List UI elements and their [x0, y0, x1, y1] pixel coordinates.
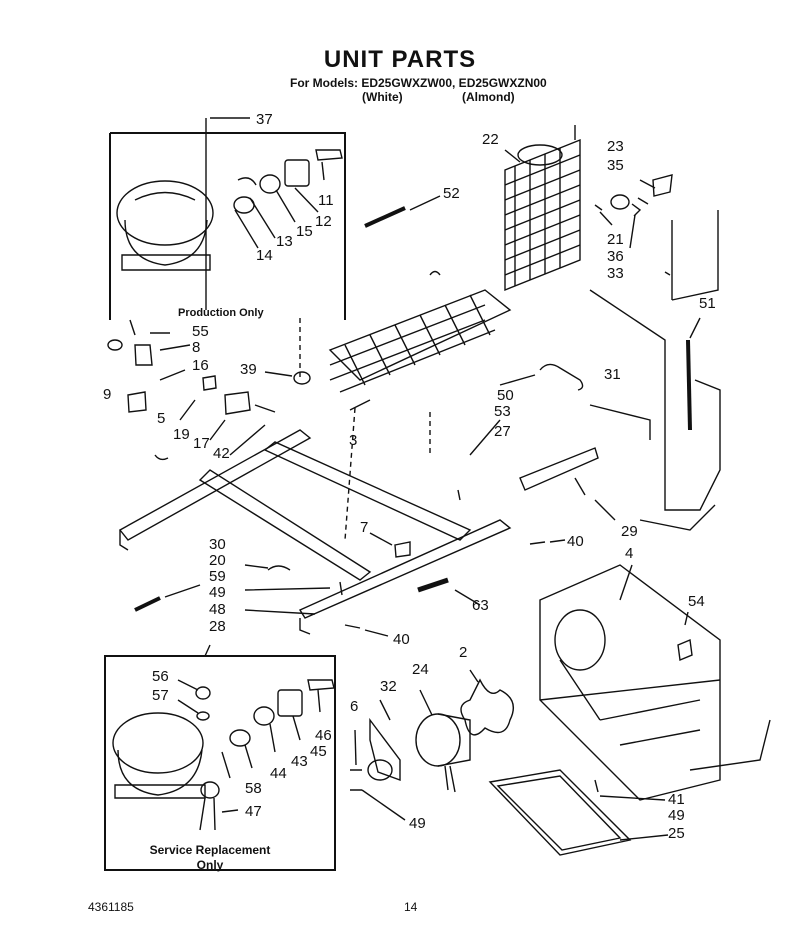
callout-54: 54 — [688, 593, 705, 610]
callout-24: 24 — [412, 661, 429, 678]
callout-50: 50 — [497, 387, 514, 404]
callout-20: 20 — [209, 552, 226, 569]
callout-4: 4 — [625, 545, 634, 562]
callout-32: 32 — [380, 678, 397, 695]
variant-almond: (Almond) — [462, 90, 515, 104]
callout-2: 2 — [459, 644, 468, 661]
callout-48: 48 — [209, 601, 226, 618]
callout-7: 7 — [360, 519, 369, 536]
callout-31: 31 — [604, 366, 621, 383]
callout-49-upper: 49 — [209, 584, 226, 601]
callout-22: 22 — [482, 131, 499, 148]
callout-25: 25 — [668, 825, 685, 842]
doc-number: 4361185 — [88, 900, 134, 914]
callout-35: 35 — [607, 157, 624, 174]
callout-3: 3 — [349, 432, 358, 449]
compressor-bottom — [112, 712, 206, 799]
callout-23: 23 — [607, 138, 624, 155]
callout-33: 33 — [607, 265, 624, 282]
callout-19: 19 — [173, 426, 190, 443]
callout-40-lower: 40 — [393, 631, 410, 648]
service-only-note: Only — [196, 858, 224, 872]
base-frame — [118, 429, 512, 635]
callout-14: 14 — [256, 247, 273, 264]
callout-36: 36 — [607, 248, 624, 265]
evaporator — [504, 125, 581, 292]
callout-11: 11 — [318, 192, 334, 209]
callout-9: 9 — [103, 386, 112, 403]
callout-63: 63 — [472, 597, 489, 614]
callout-45: 45 — [310, 743, 327, 760]
callout-57: 57 — [152, 687, 169, 704]
callout-59: 59 — [209, 568, 226, 585]
models-line: For Models: ED25GWXZW00, ED25GWXZN00 — [290, 76, 547, 90]
callout-39: 39 — [240, 361, 257, 378]
callout-53: 53 — [494, 403, 511, 420]
callout-13: 13 — [276, 233, 293, 250]
callout-15: 15 — [296, 223, 313, 240]
page-number: 14 — [404, 900, 418, 914]
callout-37: 37 — [256, 111, 273, 128]
callout-5: 5 — [157, 410, 166, 427]
callout-52: 52 — [443, 185, 460, 202]
variant-white: (White) — [362, 90, 403, 104]
callout-8: 8 — [192, 339, 201, 356]
callout-42: 42 — [213, 445, 230, 462]
callout-41: 41 — [668, 791, 685, 808]
condenser-coil — [328, 270, 512, 393]
callout-47: 47 — [245, 803, 262, 820]
callout-21: 21 — [607, 231, 624, 248]
callout-49-right: 49 — [668, 807, 685, 824]
callout-28: 28 — [209, 618, 226, 635]
callout-6: 6 — [350, 698, 359, 715]
fan-motor — [415, 689, 471, 793]
callout-51: 51 — [699, 295, 716, 312]
callout-44: 44 — [270, 765, 287, 782]
fan-blade — [460, 669, 514, 736]
callout-16: 16 — [192, 357, 209, 374]
fan-bracket — [539, 564, 771, 801]
production-only-note: Production Only — [178, 307, 264, 319]
compressor-top — [116, 180, 214, 271]
callout-29: 29 — [621, 523, 638, 540]
callout-30: 30 — [209, 536, 226, 553]
callout-58: 58 — [245, 780, 262, 797]
page-title: UNIT PARTS — [323, 46, 477, 73]
callout-55: 55 — [192, 323, 209, 340]
service-replacement-note: Service Replacement — [149, 843, 271, 857]
callout-40-upper: 40 — [567, 533, 584, 550]
callout-43: 43 — [291, 753, 308, 770]
callout-56: 56 — [152, 668, 169, 685]
callout-12: 12 — [315, 213, 332, 230]
drain-pan — [488, 769, 632, 856]
callout-46: 46 — [315, 727, 332, 744]
callout-49-lower: 49 — [409, 815, 426, 832]
callout-17: 17 — [193, 435, 210, 452]
callout-27: 27 — [494, 423, 511, 440]
